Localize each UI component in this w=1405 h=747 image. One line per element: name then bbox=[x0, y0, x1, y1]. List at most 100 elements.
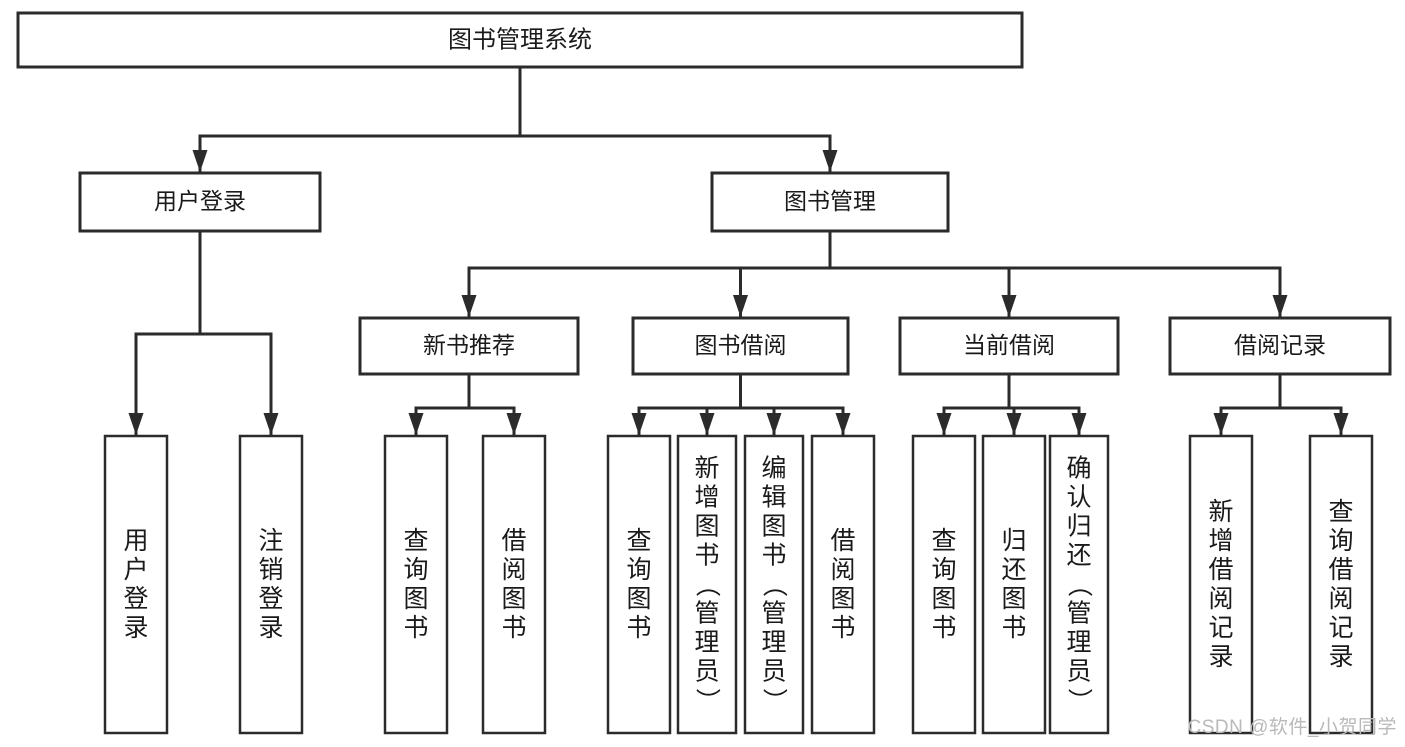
leaf-confirm-return-admin-char: 归 bbox=[1066, 513, 1091, 541]
leaf-borrow-book-char: 图 bbox=[830, 585, 855, 613]
node-new-book-recommend[interactable]: 新书推荐 bbox=[358, 316, 580, 376]
leaf-user-login-leaf-char: 用 bbox=[123, 527, 148, 555]
node-current-borrow-box bbox=[898, 316, 1120, 376]
leaf-return-book-box bbox=[981, 434, 1047, 735]
leaf-query-book-borrow-char: 图 bbox=[626, 585, 651, 613]
node-borrow-record[interactable]: 借阅记录 bbox=[1168, 316, 1392, 376]
leaf-add-borrow-record-char: 阅 bbox=[1208, 585, 1233, 613]
leaf-query-book-borrow-box bbox=[606, 434, 672, 735]
leaf-borrow-book-recommend-char: 借 bbox=[501, 527, 526, 555]
node-borrow-record-box bbox=[1168, 316, 1392, 376]
leaf-query-book-borrow-char: 书 bbox=[626, 614, 651, 642]
leaf-add-borrow-record-char: 借 bbox=[1208, 556, 1233, 584]
node-borrow-record-label: 借阅记录 bbox=[1234, 332, 1326, 358]
node-new-book-recommend-box bbox=[358, 316, 580, 376]
leaf-edit-book-admin-char: 编 bbox=[761, 455, 786, 483]
leaf-add-book-admin-char: 书 bbox=[694, 542, 719, 570]
leaf-add-borrow-record-char: 增 bbox=[1208, 527, 1233, 555]
node-new-book-recommend-label: 新书推荐 bbox=[423, 332, 515, 358]
leaf-borrow-book-recommend-char: 书 bbox=[501, 614, 526, 642]
connector-layer bbox=[128, 65, 1349, 437]
leaf-confirm-return-admin-char: 员 bbox=[1066, 658, 1091, 686]
leaf-confirm-return-admin-char: 管 bbox=[1066, 600, 1091, 628]
leaf-add-book-admin-char: ） bbox=[693, 688, 721, 713]
leaf-logout-leaf-char: 登 bbox=[258, 585, 283, 613]
leaf-query-book-current-char: 查 bbox=[931, 527, 956, 555]
leaf-add-book-admin-char: 新 bbox=[694, 455, 719, 483]
node-root-box bbox=[16, 11, 1024, 69]
node-current-borrow-label: 当前借阅 bbox=[963, 332, 1055, 358]
node-user-login[interactable]: 用户登录 bbox=[78, 171, 322, 233]
node-layer: 图书管理系统用户登录图书管理新书推荐图书借阅当前借阅借阅记录用户登录注销登录查询… bbox=[16, 11, 1392, 735]
leaf-confirm-return-admin-char: 还 bbox=[1066, 542, 1091, 570]
leaf-add-borrow-record-char: 记 bbox=[1208, 614, 1233, 642]
leaf-query-borrow-record-char: 查 bbox=[1328, 498, 1353, 526]
leaf-confirm-return-admin-char: ） bbox=[1065, 688, 1093, 713]
leaf-query-book-borrow-char: 询 bbox=[626, 556, 651, 584]
leaf-user-login-leaf-char: 录 bbox=[123, 614, 148, 642]
leaf-add-book-admin-char: （ bbox=[693, 572, 721, 597]
node-book-borrow-box bbox=[631, 316, 850, 376]
leaf-user-login-leaf[interactable]: 用户登录 bbox=[103, 434, 169, 735]
leaf-confirm-return-admin-char: （ bbox=[1065, 572, 1093, 597]
leaf-add-book-admin-char: 员 bbox=[694, 658, 719, 686]
node-book-management[interactable]: 图书管理 bbox=[710, 171, 950, 233]
leaf-query-book-recommend-char: 书 bbox=[403, 614, 428, 642]
leaf-user-login-leaf-char: 登 bbox=[123, 585, 148, 613]
leaf-add-book-admin-char: 图 bbox=[694, 513, 719, 541]
leaf-logout-leaf-box bbox=[238, 434, 304, 735]
leaf-add-book-admin-char: 管 bbox=[694, 600, 719, 628]
leaf-query-borrow-record-char: 阅 bbox=[1328, 585, 1353, 613]
node-user-login-label: 用户登录 bbox=[154, 188, 246, 214]
leaf-borrow-book-box bbox=[810, 434, 876, 735]
leaf-confirm-return-admin-char: 理 bbox=[1066, 629, 1091, 657]
leaf-edit-book-admin-char: 书 bbox=[761, 542, 786, 570]
node-book-management-label: 图书管理 bbox=[784, 188, 876, 214]
node-root[interactable]: 图书管理系统 bbox=[16, 11, 1024, 69]
leaf-query-borrow-record-char: 借 bbox=[1328, 556, 1353, 584]
leaf-confirm-return-admin-char: 确 bbox=[1066, 455, 1091, 483]
leaf-borrow-book-char: 借 bbox=[830, 527, 855, 555]
node-user-login-box bbox=[78, 171, 322, 233]
leaf-confirm-return-admin-box bbox=[1048, 434, 1110, 735]
leaf-borrow-book-recommend-char: 图 bbox=[501, 585, 526, 613]
leaf-query-book-recommend-char: 查 bbox=[403, 527, 428, 555]
leaf-query-book-recommend-box bbox=[383, 434, 449, 735]
leaf-edit-book-admin-char: 图 bbox=[761, 513, 786, 541]
leaf-add-book-admin-char: 理 bbox=[694, 629, 719, 657]
leaf-return-book-char: 图 bbox=[1001, 585, 1026, 613]
node-book-borrow[interactable]: 图书借阅 bbox=[631, 316, 850, 376]
node-current-borrow[interactable]: 当前借阅 bbox=[898, 316, 1120, 376]
leaf-edit-book-admin-char: 理 bbox=[761, 629, 786, 657]
node-book-borrow-label: 图书借阅 bbox=[695, 332, 787, 358]
leaf-logout-leaf-char: 录 bbox=[258, 614, 283, 642]
leaf-add-borrow-record-char: 新 bbox=[1208, 498, 1233, 526]
leaf-add-borrow-record-char: 录 bbox=[1208, 643, 1233, 671]
leaf-user-login-leaf-char: 户 bbox=[123, 556, 148, 584]
leaf-confirm-return-admin-char: 认 bbox=[1066, 484, 1091, 512]
leaf-user-login-leaf-box bbox=[103, 434, 169, 735]
leaf-borrow-book-recommend-char: 阅 bbox=[501, 556, 526, 584]
leaf-logout-leaf-char: 销 bbox=[258, 556, 283, 584]
leaf-query-book-current-char: 书 bbox=[931, 614, 956, 642]
leaf-logout-leaf-char: 注 bbox=[258, 527, 283, 555]
leaf-borrow-book-char: 阅 bbox=[830, 556, 855, 584]
leaf-query-book-current-box bbox=[911, 434, 977, 735]
leaf-query-book-recommend-char: 图 bbox=[403, 585, 428, 613]
leaf-edit-book-admin-char: 辑 bbox=[761, 484, 786, 512]
leaf-return-book-char: 归 bbox=[1001, 527, 1026, 555]
leaf-add-book-admin-box bbox=[676, 434, 738, 735]
